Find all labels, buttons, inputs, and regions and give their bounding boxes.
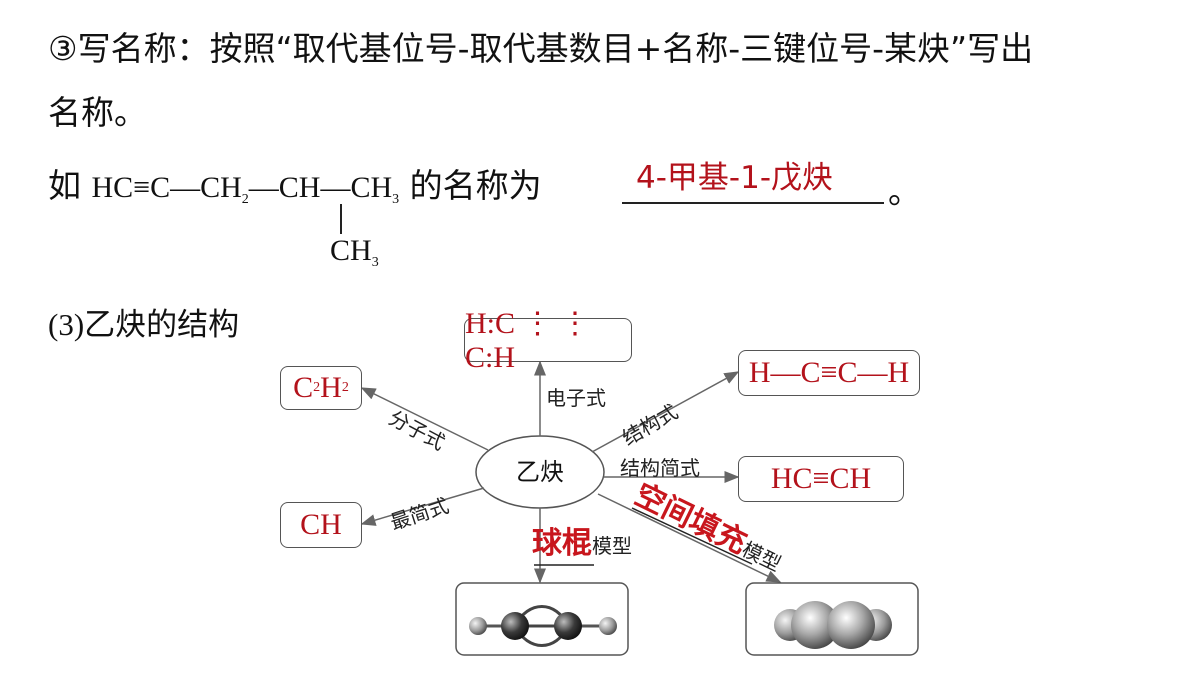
- mol-c: C: [293, 371, 314, 404]
- example-suffix: 的名称为: [409, 166, 542, 205]
- arrow-space-fill: [597, 493, 782, 583]
- branch-sub: 3: [371, 255, 379, 270]
- label-ball-stick-answer: 球棍: [532, 526, 592, 561]
- mol-h: H: [320, 371, 342, 404]
- mol-sub1: 2: [313, 380, 321, 395]
- step-text-line1: ③写名称：按照“取代基位号-取代基数目+名称-三键位号-某炔”写出: [48, 29, 1034, 68]
- center-label-acetylene: 乙炔: [516, 458, 564, 486]
- formula-sub-2: 2: [241, 192, 249, 207]
- arrow-molecular: [360, 387, 489, 451]
- ball-stick-frame: [455, 582, 629, 656]
- label-condensed: 结构简式: [620, 456, 700, 480]
- branch-bond-line: [340, 204, 342, 234]
- arrow-structural: [591, 371, 740, 453]
- formula-sub-3: 3: [392, 192, 400, 207]
- box-empirical-formula: CH: [280, 502, 362, 548]
- section-heading: (3)乙炔的结构: [48, 304, 239, 346]
- section-number: (3): [48, 307, 85, 342]
- box-condensed-formula: HC≡CH: [738, 456, 904, 502]
- example-row: 如 HC≡C—CH2—CH—CH3 的名称为: [48, 160, 542, 220]
- step-text-line2: 名称。: [48, 93, 147, 132]
- formula-mid-text: —CH—CH: [248, 171, 393, 204]
- mol-sub2: 2: [341, 380, 349, 395]
- ball-stick-model: [469, 605, 617, 647]
- box-structural-formula: H—C≡C—H: [738, 350, 920, 396]
- formula-main-text: HC≡C—CH: [91, 171, 242, 204]
- label-ball-stick-suffix: 模型: [592, 534, 632, 558]
- period: 。: [888, 172, 921, 211]
- example-prefix: 如: [48, 166, 81, 205]
- section-title: 乙炔的结构: [84, 307, 240, 343]
- space-underline: [631, 507, 753, 565]
- branch-methyl: CH3: [330, 234, 379, 271]
- label-electronic: 电子式: [546, 386, 606, 410]
- formula-main: HC≡C—CH2—CH—CH3: [91, 171, 400, 207]
- label-ball-stick: 球棍模型: [532, 518, 632, 562]
- answer-text: 4-甲基-1-戊炔: [636, 160, 834, 196]
- arrow-empirical: [360, 487, 485, 526]
- space-fill-model: [774, 601, 892, 649]
- branch-ch-text: CH: [330, 234, 372, 267]
- answer-blank-line: [622, 158, 884, 204]
- box-electronic-formula: H:C ⋮ ⋮ C:H: [464, 307, 632, 374]
